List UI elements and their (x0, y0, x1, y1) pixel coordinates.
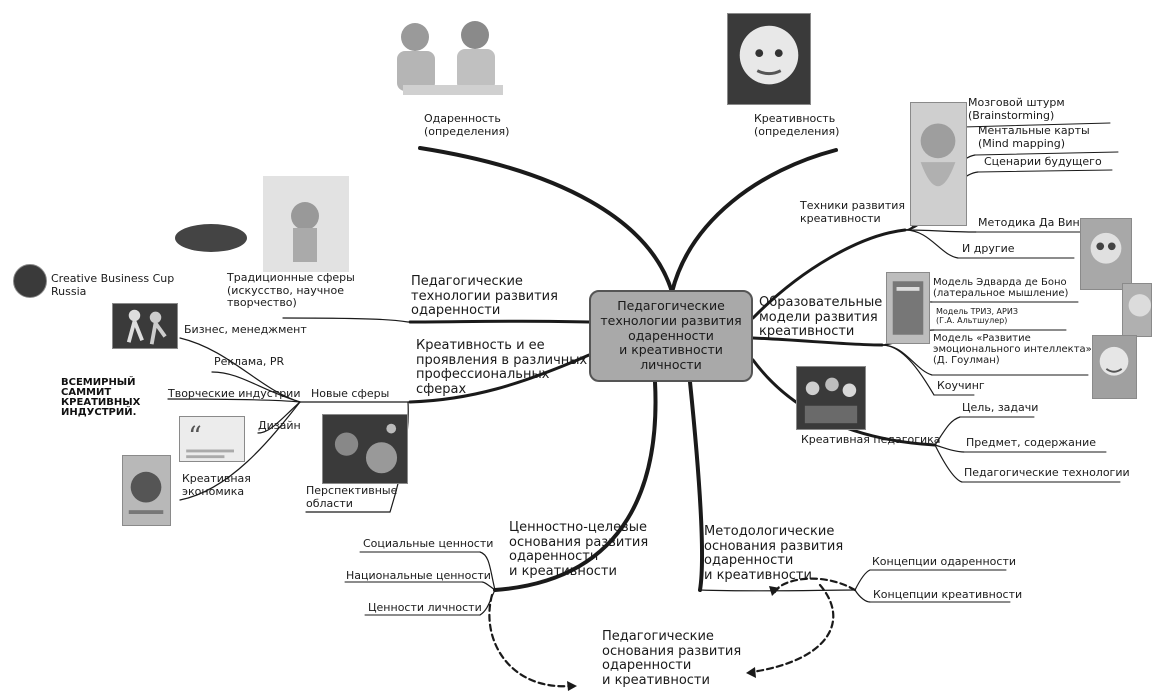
photo-portrait-right-icon (1122, 283, 1152, 337)
goal-tasks-label[interactable]: Цель, задачи (962, 401, 1039, 414)
photo-book-icon (886, 272, 930, 344)
photo-debono-icon (1080, 218, 1132, 290)
photo-palette-child-icon (171, 176, 351, 272)
central-topic[interactable]: Педагогические технологии развития одаре… (589, 290, 753, 382)
giftedness-definitions-label[interactable]: Одаренность (определения) (424, 112, 510, 138)
logo-cup-icon (13, 264, 47, 298)
pedagogical-basis-label[interactable]: Педагогические основания развития одарен… (602, 629, 742, 688)
creative-business-cup-label: Creative Business Cup Russia (51, 272, 175, 298)
pedagogical-technologies-label[interactable]: Педагогические технологии развития одаре… (411, 274, 558, 319)
svg-text:“: “ (188, 422, 202, 453)
business-management-label[interactable]: Бизнес, менеджмент (184, 323, 307, 336)
subject-content-label[interactable]: Предмет, содержание (966, 436, 1096, 449)
triz-model-label[interactable]: Модель ТРИЗ, АРИЗ (Г.А. Альтшулер) (936, 307, 1018, 326)
social-values-label[interactable]: Социальные ценности (363, 537, 494, 550)
photo-quote-card-icon: “ (179, 416, 245, 462)
photo-goleman-icon (1092, 335, 1137, 399)
creativity-definitions-label[interactable]: Креативность (определения) (754, 112, 840, 138)
new-spheres-label[interactable]: Новые сферы (311, 387, 390, 400)
creativity-concepts-label[interactable]: Концепции креативности (873, 588, 1023, 601)
debono-model-label[interactable]: Модель Эдварда де Боно (латеральное мышл… (933, 277, 1069, 299)
pedagogical-technologies-sub-label[interactable]: Педагогические технологии (964, 466, 1130, 479)
future-scenarios-label[interactable]: Сценарии будущего (984, 155, 1102, 168)
photo-einstein-icon (727, 13, 811, 105)
value-basis-label[interactable]: Ценностно-целевые основания развития ода… (509, 520, 649, 579)
traditional-spheres-label[interactable]: Традиционные сферы (искусство, научное т… (227, 271, 355, 310)
creative-economy-label[interactable]: Креативная экономика (182, 472, 251, 498)
mind-mapping-label[interactable]: Ментальные карты (Mind mapping) (978, 124, 1090, 150)
perspective-areas-label[interactable]: Перспективные области (306, 484, 398, 510)
methodological-basis-label[interactable]: Методологические основания развития одар… (704, 524, 844, 583)
creativity-professional-spheres-label[interactable]: Креативность и ее проявления в различных… (416, 338, 588, 397)
photo-group-icon (796, 366, 866, 430)
creative-industries-label[interactable]: Творческие индустрии (168, 387, 301, 400)
photo-magazine-icon (122, 455, 171, 526)
davinci-method-label[interactable]: Методика Да Винчи (978, 216, 1094, 229)
photo-children-icon (383, 13, 511, 106)
creativity-techniques-label[interactable]: Техники развития креативности (800, 199, 906, 225)
personal-values-label[interactable]: Ценности личности (368, 601, 482, 614)
educational-models-label[interactable]: Образовательные модели развития креативн… (759, 295, 883, 340)
giftedness-concepts-label[interactable]: Концепции одаренности (872, 555, 1017, 568)
national-values-label[interactable]: Национальные ценности (346, 569, 491, 582)
photo-space-icon (322, 414, 408, 484)
creative-pedagogy-label[interactable]: Креативная педагогика (801, 433, 941, 446)
coaching-label[interactable]: Коучинг (937, 379, 985, 392)
brainstorming-label[interactable]: Мозговой штурм (Brainstorming) (968, 96, 1065, 122)
photo-davinci-icon (910, 102, 967, 226)
photo-dancers-icon (112, 303, 178, 349)
logo-summit-icon: ВСЕМИРНЫЙ САММИТ КРЕАТИВНЫХ ИНДУСТРИЙ. (61, 377, 141, 418)
design-label[interactable]: Дизайн (258, 419, 301, 432)
others-label[interactable]: И другие (962, 242, 1015, 255)
goleman-model-label[interactable]: Модель «Развитие эмоционального интеллек… (933, 333, 1092, 366)
advertising-pr-label[interactable]: Реклама, PR (214, 355, 285, 368)
